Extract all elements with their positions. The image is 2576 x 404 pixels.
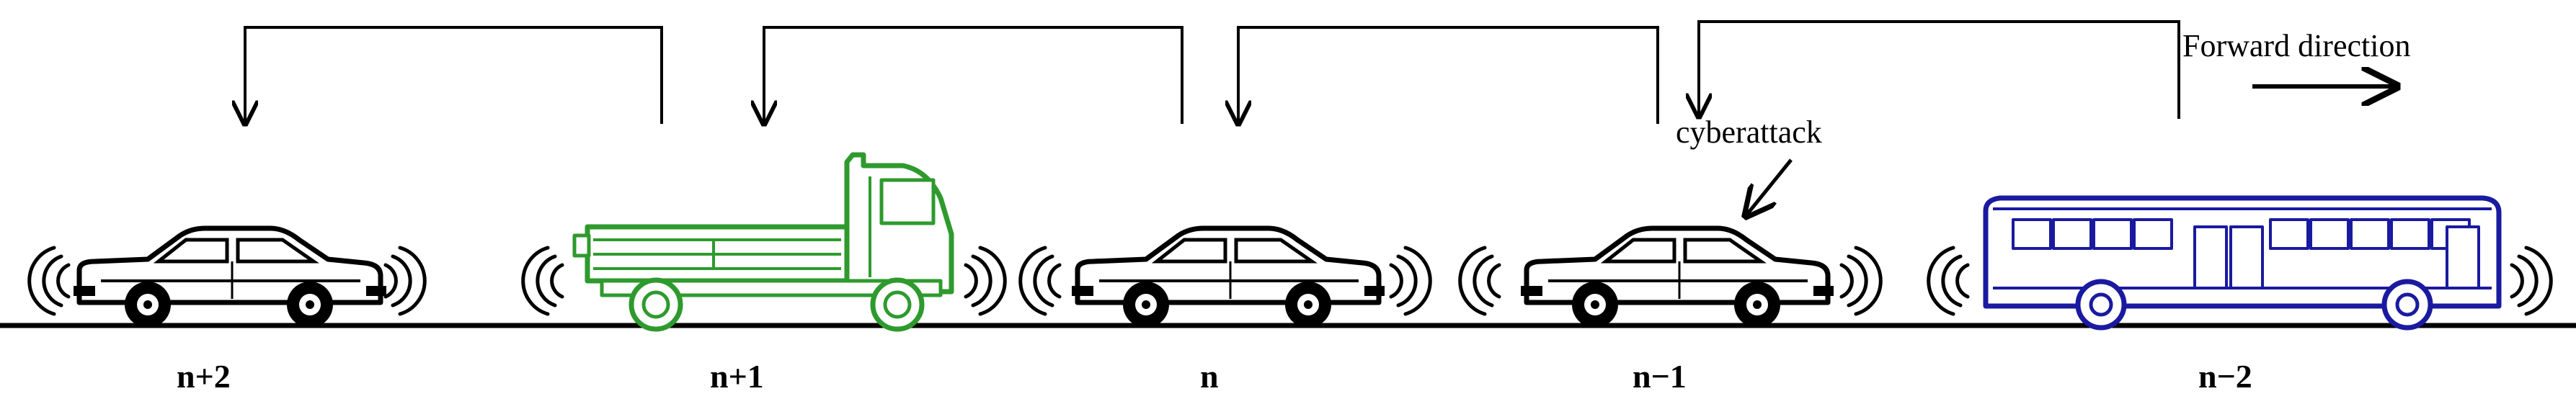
link-n-to-n-plus-1: [764, 26, 1183, 124]
vehicle-label: n−1: [1633, 358, 1687, 395]
signal-waves-right-icon: [2512, 248, 2551, 314]
vehicle-n: [1021, 228, 1431, 328]
signal-waves-left-icon: [1021, 248, 1060, 314]
car-icon: [1072, 228, 1385, 328]
signal-waves-right-icon: [966, 248, 1005, 314]
signal-waves-left-icon: [1929, 248, 1968, 314]
truck-icon: [574, 155, 951, 329]
signal-waves-left-icon: [1460, 248, 1499, 314]
link-n-minus-1-to-n: [1238, 26, 1659, 124]
car-icon: [74, 228, 386, 328]
signal-waves-right-icon: [1842, 248, 1880, 314]
vehicle-n-plus-1: [523, 155, 1005, 329]
vehicle-label: n: [1200, 358, 1219, 395]
bus-icon: [1986, 198, 2499, 328]
signal-waves-left-icon: [30, 248, 68, 314]
vehicle-n-minus-2: [1929, 198, 2551, 328]
signal-waves-left-icon: [523, 248, 562, 314]
vehicle-n-plus-2: [30, 228, 425, 328]
vehicle-label: n−2: [2198, 358, 2252, 395]
signal-waves-right-icon: [1391, 248, 1430, 314]
forward-direction-label: Forward direction: [2182, 28, 2410, 63]
link-n-plus-1-to-n-plus-2: [245, 26, 663, 124]
vehicle-label: n+1: [710, 358, 764, 395]
signal-waves-right-icon: [386, 248, 425, 314]
link-n-minus-2-to-n-minus-1: [1699, 20, 2180, 119]
vehicle-label: n+2: [177, 358, 231, 395]
car-icon: [1521, 228, 1834, 328]
vehicle-n-minus-1: [1460, 228, 1881, 328]
cyberattack-label: cyberattack: [1676, 115, 1822, 150]
cyberattack-arrow: [1746, 158, 1793, 216]
